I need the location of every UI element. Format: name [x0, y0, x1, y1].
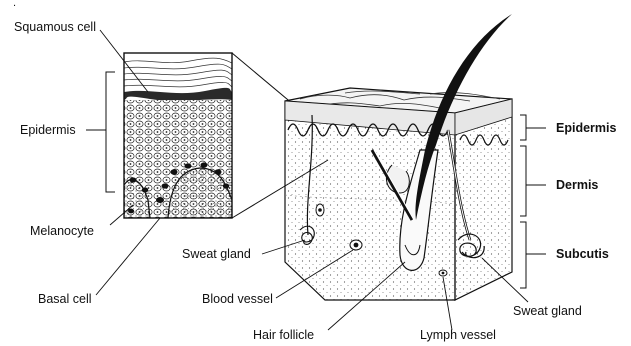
label-basal-cell: Basal cell: [38, 292, 92, 306]
layer-brackets: [520, 115, 546, 288]
epidermis-bracket: [106, 72, 115, 192]
label-sweat-gland-right: Sweat gland: [513, 304, 582, 318]
label-sweat-gland-left: Sweat gland: [182, 247, 251, 261]
layer-label-epidermis: Epidermis: [556, 121, 616, 135]
skin-block: [285, 14, 512, 300]
label-hair-follicle: Hair follicle: [253, 328, 314, 342]
label-lymph-vessel: Lymph vessel: [420, 328, 496, 342]
label-squamous-cell: Squamous cell: [14, 20, 96, 34]
label-melanocyte: Melanocyte: [30, 224, 94, 238]
epidermis-inset: [124, 53, 232, 218]
corner-mark: .: [13, 0, 16, 10]
layer-label-subcutis: Subcutis: [556, 247, 609, 261]
label-epidermis-inset: Epidermis: [20, 123, 76, 137]
label-blood-vessel: Blood vessel: [202, 292, 273, 306]
layer-label-dermis: Dermis: [556, 178, 598, 192]
